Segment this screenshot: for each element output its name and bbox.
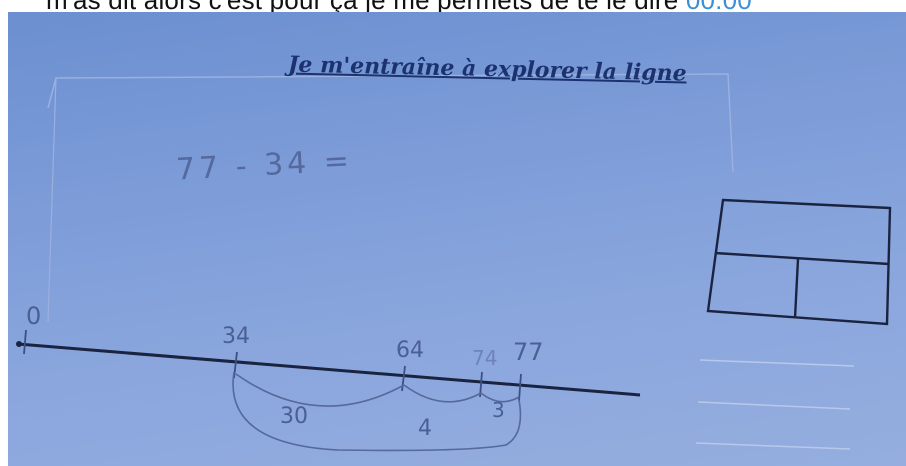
worksheet-drawing [16,73,892,452]
mark-34: 34 [222,324,250,349]
mark-64: 64 [396,338,424,363]
caption-strip: m'as dit alors c'est pour ça je me perme… [0,0,906,12]
caption-text: m'as dit alors c'est pour ça je me perme… [46,0,752,12]
jump-4: 4 [418,416,432,441]
jump-arcs [232,371,522,452]
number-line [17,342,641,397]
mark-77: 77 [513,338,544,366]
mark-74: 74 [472,346,498,370]
worksheet-photo: Je m'entraîne à explorer la ligne 77 - 3… [8,12,906,466]
answer-box [706,198,892,326]
jump-3: 3 [492,398,505,422]
mark-0: 0 [26,302,42,330]
caption-timestamp: 00:00 [686,0,752,12]
answer-lines [695,359,855,450]
page-border-left [47,77,57,323]
caption-sentence: m'as dit alors c'est pour ça je me perme… [46,0,678,12]
page-border [47,73,734,173]
jump-30: 30 [280,404,308,429]
number-line-origin [16,341,22,347]
